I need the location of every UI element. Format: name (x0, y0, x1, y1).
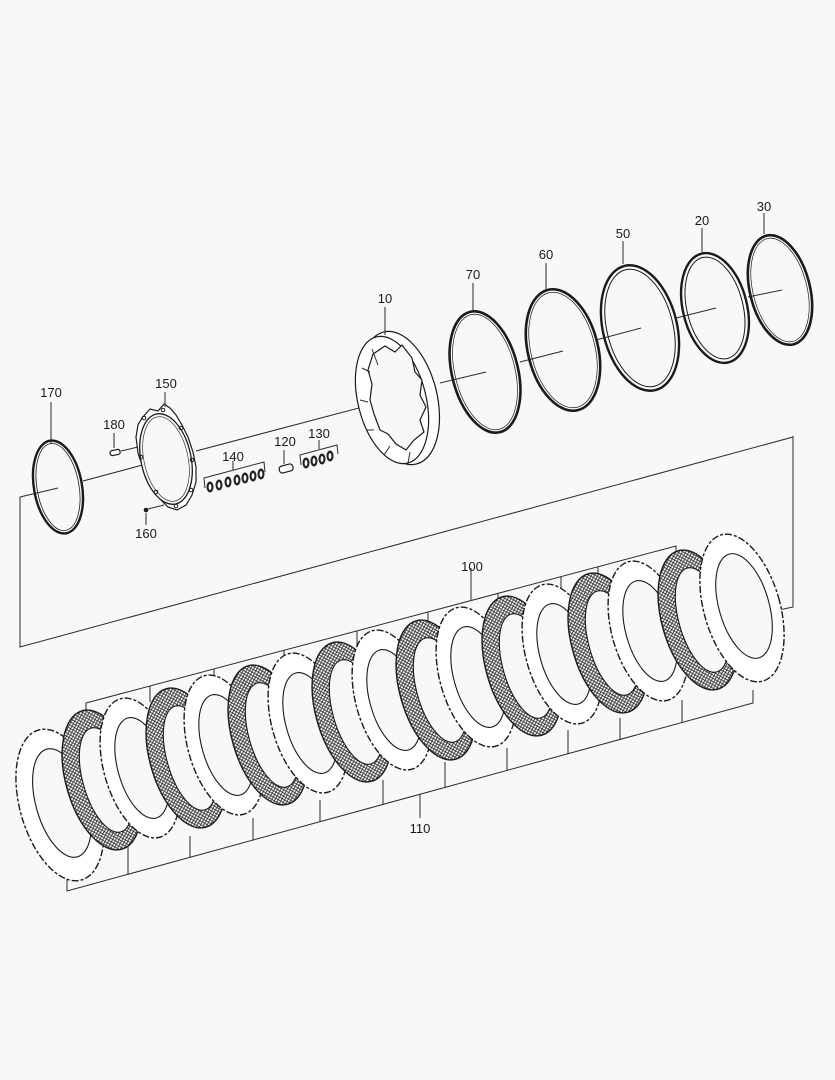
disc-pack (15, 524, 800, 882)
part-60-seal-ring[interactable] (514, 281, 612, 418)
assembly-frame (19, 436, 794, 648)
bracket-110 (66, 690, 754, 892)
part-50-seal-ring[interactable] (589, 257, 692, 399)
part-150-cover-plate[interactable] (132, 403, 200, 511)
callout-140: 140 (222, 449, 244, 464)
part-70-seal-ring[interactable] (438, 304, 532, 440)
callout-160: 160 (135, 526, 157, 541)
part-170-snap-ring[interactable] (26, 437, 90, 538)
part-120-pin[interactable] (278, 463, 294, 474)
callout-20: 20 (695, 213, 709, 228)
part-30-seal-ring[interactable] (737, 228, 822, 351)
callout-150: 150 (155, 376, 177, 391)
part-140-spring-set[interactable] (203, 461, 266, 493)
callout-100: 100 (461, 559, 483, 574)
callout-60: 60 (539, 247, 553, 262)
callout-180: 180 (103, 417, 125, 432)
leader-180-axis (120, 446, 139, 452)
leader-160-axis (147, 504, 165, 510)
callout-170: 170 (40, 385, 62, 400)
part-20-seal-ring[interactable] (670, 246, 759, 370)
part-130-spring-set[interactable] (299, 444, 339, 469)
callout-120: 120 (274, 434, 296, 449)
part-10-carrier[interactable] (343, 323, 452, 473)
part-160-screw[interactable] (143, 507, 149, 513)
callout-50: 50 (616, 226, 630, 241)
part-180-pin[interactable] (109, 448, 121, 457)
callout-30: 30 (757, 199, 771, 214)
callout-130: 130 (308, 426, 330, 441)
steel-disc[interactable] (685, 524, 800, 691)
callout-70: 70 (466, 267, 480, 282)
callout-10: 10 (378, 291, 392, 306)
callout-110: 110 (410, 821, 431, 836)
